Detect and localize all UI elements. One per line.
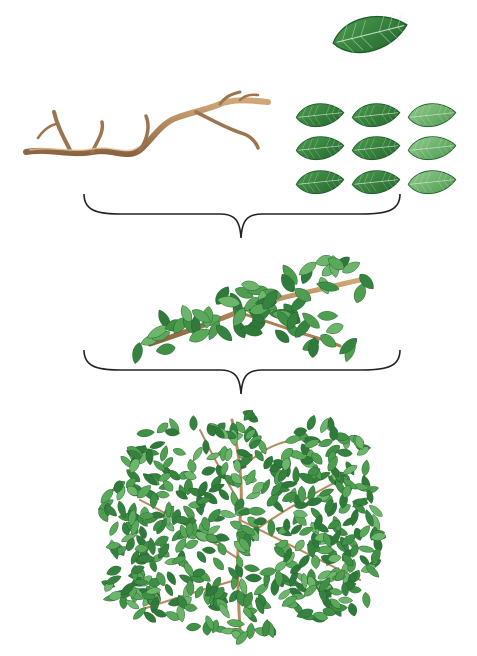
canopy-leaf	[163, 583, 175, 598]
upper-brace	[84, 194, 400, 238]
canopy-leaf	[184, 538, 200, 551]
grid-leaf-r1-c3	[407, 101, 457, 129]
canopy-leaf	[347, 602, 359, 617]
single-leaf-image	[329, 8, 411, 59]
branch-leaf	[325, 321, 345, 336]
canopy-leaf	[136, 429, 155, 438]
canopy-leaf	[186, 458, 197, 473]
canopy-leaf	[244, 564, 261, 573]
grid-leaf-r1-c1	[295, 101, 345, 129]
canopy-leaf	[293, 466, 300, 483]
grid-leaf-r2-c3	[407, 134, 457, 162]
canopy-leaf	[305, 414, 318, 432]
grid-leaf-r3-c1	[295, 168, 345, 196]
canopy-leaf	[211, 555, 226, 572]
canopy-leaf	[362, 592, 372, 609]
leafy-branch-image	[130, 253, 376, 364]
lower-brace	[84, 350, 400, 394]
canopy-leaf	[186, 622, 202, 632]
canopy-leaf	[107, 520, 120, 537]
grid-leaf-r1-c2	[351, 101, 401, 129]
canopy-leaf	[259, 567, 277, 578]
canopy-leaf	[361, 459, 370, 476]
grid-leaf-r3-c2	[351, 168, 401, 196]
canopy-leaf	[147, 537, 156, 555]
branch-leaf	[318, 331, 340, 351]
canopy-leaf	[105, 564, 123, 578]
grid-leaf-r2-c2	[351, 134, 401, 162]
leaf-grid	[295, 101, 457, 196]
canopy-leaf	[226, 619, 245, 628]
branch-twig-4	[196, 112, 258, 148]
canopy-leaf	[200, 465, 216, 477]
bare-branch-image	[26, 92, 268, 154]
canopy-leaf	[246, 622, 256, 639]
grid-leaf-r3-c3	[407, 168, 457, 196]
tree-canopy-image	[96, 408, 386, 646]
canopy-leaf	[189, 415, 197, 430]
branch-leaf	[130, 342, 144, 365]
branch-leaf	[318, 311, 338, 320]
branch-twig-7	[38, 124, 56, 138]
canopy-leaf	[216, 541, 229, 556]
canopy-leaf	[248, 507, 266, 516]
grid-leaf-r2-c1	[295, 134, 345, 162]
canopy-leaf	[245, 574, 262, 583]
branch-twig-1	[54, 112, 70, 150]
canopy-leaf	[292, 538, 306, 553]
branch-leaf	[155, 342, 176, 356]
canopy-leaf	[202, 440, 209, 455]
single-leaf	[329, 8, 411, 59]
canopy-leaf	[338, 597, 353, 604]
canopy-leaf	[202, 546, 216, 554]
canopy-leaf	[191, 446, 205, 463]
canopy-leaf	[358, 545, 376, 554]
canopy-leaf	[172, 447, 187, 458]
